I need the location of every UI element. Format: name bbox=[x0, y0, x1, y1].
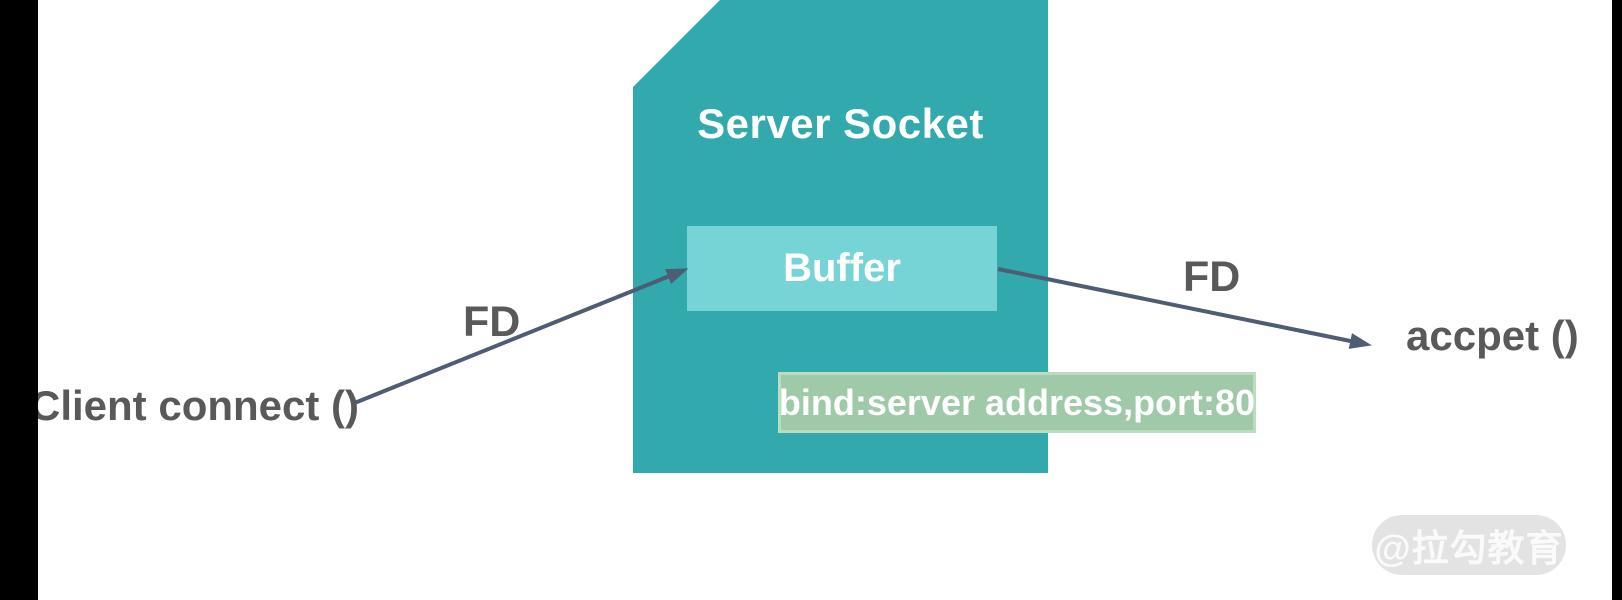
buffer-label: Buffer bbox=[783, 246, 901, 290]
watermark-badge: @拉勾教育 bbox=[1372, 515, 1566, 575]
bind-address-text: bind:server address,port:80 bbox=[778, 381, 1256, 423]
accept-label: accpet () bbox=[1406, 312, 1579, 359]
watermark-text: @拉勾教育 bbox=[1374, 528, 1564, 569]
client-connect-label: Client connect () bbox=[30, 382, 360, 429]
right-black-bar bbox=[1612, 0, 1622, 600]
buffer-box: Buffer bbox=[687, 226, 997, 311]
fd-label-left: FD bbox=[463, 298, 521, 346]
bind-address-label: bind:server address,port:80 bbox=[778, 372, 1256, 433]
buffer-to-accept-arrow bbox=[997, 267, 1372, 349]
server-socket-title: Server Socket bbox=[697, 100, 984, 147]
fd-label-right: FD bbox=[1183, 253, 1241, 301]
left-black-bar bbox=[0, 0, 38, 600]
client-to-buffer-arrow bbox=[351, 268, 689, 406]
